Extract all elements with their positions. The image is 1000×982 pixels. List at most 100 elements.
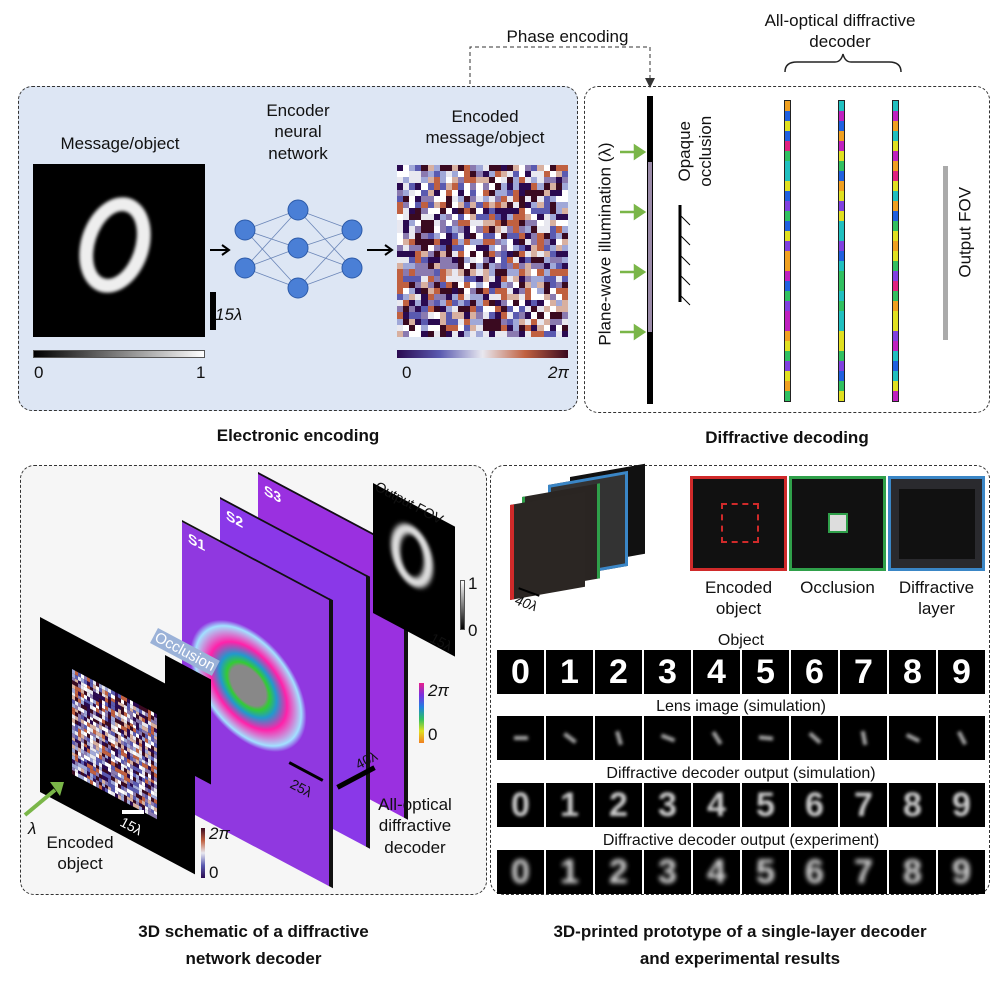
prototype-panel (490, 465, 990, 895)
object-colorbar (201, 828, 205, 878)
digit-cell (497, 716, 544, 760)
digit-cell (791, 716, 838, 760)
digit-cell (840, 716, 887, 760)
scale-bar (210, 292, 216, 330)
colorbar-min: 0 (209, 863, 219, 882)
diffractive-decoding-panel (584, 86, 990, 413)
colorbar-max: 1 (196, 363, 206, 382)
digit-cell: 3 (644, 783, 691, 827)
colorbar-min: 0 (428, 725, 438, 744)
wavelength-label: λ (28, 819, 37, 838)
digit-cell: 2 (595, 850, 642, 894)
diffractive-decoding-caption: Diffractive decoding (705, 428, 869, 447)
digit-cell: 1 (546, 783, 593, 827)
colorbar-max: 1 (468, 574, 478, 593)
diffractive-layer-3 (892, 100, 899, 402)
digit-cell: 7 (840, 850, 887, 894)
digit-cell: 5 (742, 783, 789, 827)
digit-cell: 1 (546, 650, 593, 694)
colorbar-max: 2π (209, 824, 230, 843)
row-label-object: Object (497, 632, 985, 650)
row-label-experiment: Diffractive decoder output (experiment) (497, 832, 985, 850)
digit-cell (693, 716, 740, 760)
photo-encoded-object (690, 476, 787, 571)
digit-cell (889, 716, 936, 760)
phase-encoding-arrow (469, 46, 902, 88)
digit-cell: 4 (693, 850, 740, 894)
digit-cell: 7 (840, 783, 887, 827)
diffractive-layer-2 (838, 100, 845, 402)
phase-encoding-label: Phase encoding (506, 27, 629, 46)
colorbar-max: 2π (548, 363, 569, 382)
photo-occlusion (789, 476, 886, 571)
photo-diffractive-layer (888, 476, 985, 571)
digit-cell: 8 (889, 850, 936, 894)
colorbar-max: 2π (428, 681, 449, 700)
row-label-lens: Lens image (simulation) (497, 698, 985, 716)
scale-label: 15λ (215, 305, 243, 324)
digit-cell: 2 (595, 650, 642, 694)
row-label-simulation: Diffractive decoder output (simulation) (497, 765, 985, 783)
phase-colorbar (397, 350, 568, 358)
digit-cell: 0 (497, 783, 544, 827)
colorbar-min: 0 (34, 363, 44, 382)
illumination-arrow (23, 782, 64, 817)
diffractive-layer-1 (784, 100, 791, 402)
digit-row-lens (497, 716, 985, 760)
digit-cell: 0 (497, 850, 544, 894)
digit-cell: 5 (742, 650, 789, 694)
digit-cell: 0 (497, 650, 544, 694)
digit-cell (546, 716, 593, 760)
digit-cell: 6 (791, 850, 838, 894)
digit-cell: 1 (546, 850, 593, 894)
prototype-caption: 3D-printed prototype of a single-layer d… (553, 922, 927, 969)
message-object-image (33, 164, 205, 337)
digit-cell: 7 (840, 650, 887, 694)
scale-bar (122, 810, 144, 814)
digit-cell: 9 (938, 850, 985, 894)
digit-cell (742, 716, 789, 760)
illumination-arrows (620, 96, 691, 404)
digit-cell: 4 (693, 650, 740, 694)
digit-cell (644, 716, 691, 760)
digit-cell: 8 (889, 650, 936, 694)
digit-cell: 6 (791, 650, 838, 694)
output-fov-plane (943, 166, 948, 340)
digit-cell: 3 (644, 850, 691, 894)
photo-label-occlusion: Occlusion (800, 578, 875, 597)
digit-cell: 9 (938, 783, 985, 827)
encoded-message-image (397, 165, 568, 337)
illumination-label: Plane-wave illumination (λ) (595, 142, 615, 346)
digit-cell (938, 716, 985, 760)
digit-cell: 6 (791, 783, 838, 827)
encoder-network-diagram (210, 199, 394, 299)
digit-cell: 4 (693, 783, 740, 827)
digit-cell: 2 (595, 783, 642, 827)
digit-cell: 9 (938, 650, 985, 694)
digit-cell: 8 (889, 783, 936, 827)
layer-colorbar (419, 683, 424, 743)
colorbar-min: 0 (402, 363, 412, 382)
digit-cell: 5 (742, 850, 789, 894)
output-colorbar (460, 580, 465, 630)
digit-cell: 3 (644, 650, 691, 694)
message-object-label: Message/object (60, 134, 180, 153)
electronic-encoding-caption: Electronic encoding (216, 426, 380, 445)
colorbar-min: 0 (468, 621, 478, 640)
output-fov-label: Output FOV (955, 186, 975, 278)
digit-cell (595, 716, 642, 760)
grayscale-colorbar (33, 350, 205, 358)
decoder-brace (784, 53, 902, 73)
